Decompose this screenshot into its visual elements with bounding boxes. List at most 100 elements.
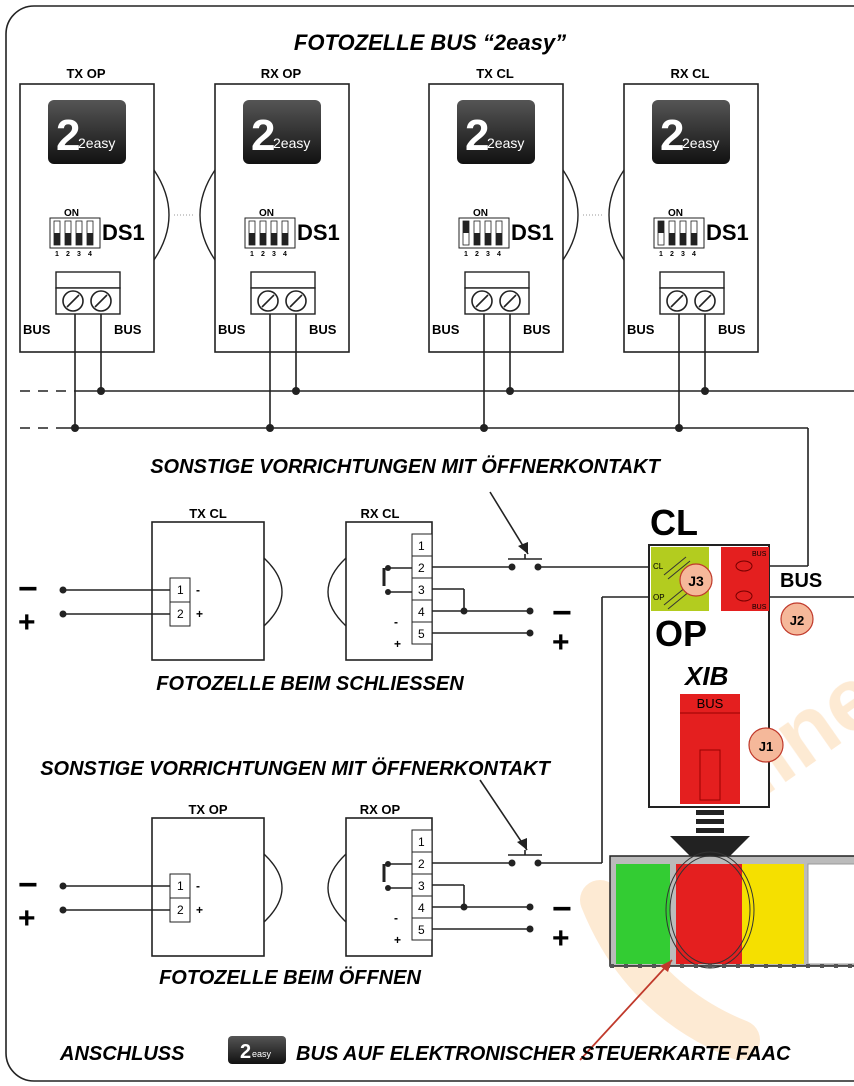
open-caption: FOTOZELLE BEIM ÖFFNEN	[159, 966, 421, 989]
rx-terminal-number: 5	[418, 627, 425, 641]
outer-frame	[5, 5, 854, 1082]
dip-number: 3	[272, 251, 276, 258]
supply-plus: +	[18, 902, 36, 935]
rx-sign-minus: -	[394, 911, 398, 925]
small-op-label: OP	[653, 593, 665, 602]
dip-number: 1	[659, 251, 663, 258]
rx-terminal-number: 4	[418, 901, 425, 915]
tx-terminal-sign: +	[196, 607, 203, 621]
bus-right-label: BUS	[718, 322, 746, 337]
bus-right-label: BUS	[114, 322, 142, 337]
dip-number: 4	[283, 251, 287, 258]
dip-label: DS1	[102, 220, 145, 245]
dip-number: 4	[497, 251, 501, 258]
dip-number: 1	[464, 251, 468, 258]
logo-text: 2easy	[487, 135, 524, 151]
tx-label: TX CL	[189, 506, 227, 521]
tx-terminal-number: 2	[177, 607, 184, 621]
supply-plus: +	[18, 606, 36, 639]
module-label: TX CL	[476, 66, 514, 81]
rx-terminal-number: 3	[418, 583, 425, 597]
tx-terminal-number: 2	[177, 903, 184, 917]
open-contact-label: SONSTIGE VORRICHTUNGEN MIT ÖFFNERKONTAKT	[40, 757, 551, 780]
bus-left-label: BUS	[23, 322, 51, 337]
dip-number: 3	[486, 251, 490, 258]
dip-number: 3	[77, 251, 81, 258]
dip-on-label: ON	[64, 208, 79, 219]
supply-terminal-dot	[59, 586, 67, 594]
bus-lines	[20, 390, 854, 598]
dip-on-label: ON	[473, 208, 488, 219]
j2-label: J2	[790, 613, 804, 628]
rx-terminal-number: 3	[418, 879, 425, 893]
bus-terminal	[464, 271, 530, 315]
close-caption: FOTOZELLE BEIM SCHLIESSEN	[156, 673, 464, 695]
rx-label: RX CL	[361, 506, 400, 521]
output-plus: +	[552, 922, 570, 955]
dip-number: 4	[692, 251, 696, 258]
dip-label: DS1	[706, 220, 749, 245]
dip-number: 2	[261, 251, 265, 258]
supply-minus: −	[18, 570, 38, 608]
j1-badge	[748, 727, 784, 763]
dip-on-label: ON	[259, 208, 274, 219]
supply-terminal-dot	[59, 906, 67, 914]
dip-label: DS1	[297, 220, 340, 245]
bus-right-label: BUS	[523, 322, 551, 337]
bus-right-label: BUS	[309, 322, 337, 337]
page-title: FOTOZELLE BUS “2easy”	[294, 30, 566, 55]
dip-label: DS1	[511, 220, 554, 245]
bus-terminal	[55, 271, 121, 315]
supply-terminal-dot	[59, 882, 67, 890]
output-minus: −	[552, 594, 572, 632]
xib-label: XIB	[683, 661, 728, 691]
rx-terminal-number: 1	[418, 835, 425, 849]
output-minus: −	[552, 890, 572, 928]
dip-number: 4	[88, 251, 92, 258]
supply-terminal-dot	[59, 610, 67, 618]
rx-sign-plus: +	[394, 637, 401, 651]
logo-text: 2easy	[78, 135, 115, 151]
rx-label: RX OP	[360, 802, 401, 817]
rx-sign-plus: +	[394, 933, 401, 947]
xib-bus-label: BUS	[697, 696, 724, 711]
board-connector-strip	[609, 851, 854, 969]
dip-number: 2	[475, 251, 479, 258]
board-bus-label: BUS	[780, 570, 822, 592]
open-contact-pointer	[479, 779, 528, 851]
bus-terminal	[250, 271, 316, 315]
rx-terminal-number: 4	[418, 605, 425, 619]
tx-terminal-sign: -	[196, 879, 200, 893]
svg-text:2: 2	[251, 111, 275, 160]
svg-text:2: 2	[240, 1041, 251, 1063]
dip-number: 3	[681, 251, 685, 258]
logo-text: 2easy	[273, 135, 310, 151]
close-contact-pointer	[489, 491, 529, 555]
bus-left-label: BUS	[432, 322, 460, 337]
dip-number: 1	[55, 251, 59, 258]
close-contact-label: SONSTIGE VORRICHTUNGEN MIT ÖFFNERKONTAKT	[150, 455, 661, 478]
small-bus-bottom: BUS	[752, 604, 767, 611]
board-op-label: OP	[655, 613, 707, 654]
bus-left-label: BUS	[627, 322, 655, 337]
tx-terminal-number: 1	[177, 583, 184, 597]
bus-terminal	[659, 271, 725, 315]
supply-minus: −	[18, 866, 38, 904]
tx-terminal-sign: +	[196, 903, 203, 917]
control-board: CL CL OP BUS BUS J3 J2 BUS OP XIB BUS J1	[648, 502, 822, 876]
module-label: RX OP	[261, 66, 302, 81]
xib-connector	[680, 694, 740, 804]
tx-label: TX OP	[188, 802, 227, 817]
